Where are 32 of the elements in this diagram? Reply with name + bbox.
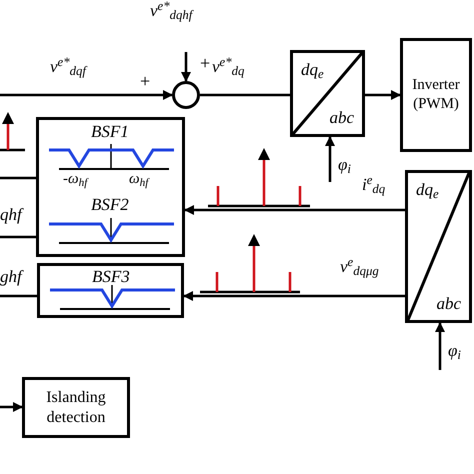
block-label: dq$_{e}$ <box>301 61 324 78</box>
filter-label: BSF1 <box>91 123 129 140</box>
block-label: Inverter (PWM) <box>411 76 461 114</box>
signal-arrow <box>365 90 401 100</box>
axis-label: ω$_{hf}$ <box>129 172 148 187</box>
signal-label: ghf <box>0 268 22 285</box>
filter-label: BSF2 <box>91 196 129 213</box>
filter-label: BSF3 <box>92 268 130 285</box>
summing-junction <box>172 81 200 109</box>
signal-line <box>0 294 37 298</box>
signal-arrow <box>435 322 445 370</box>
block-label: abc <box>329 109 354 126</box>
process-box <box>400 38 472 152</box>
block-label: dq$_{e}$ <box>416 181 439 198</box>
signal-line <box>200 94 290 96</box>
signal-line <box>0 176 36 180</box>
signal-arrow <box>0 402 23 412</box>
signal-arrow <box>0 90 173 100</box>
axis-label: -ω$_{hf}$ <box>63 172 88 187</box>
signal-arrow <box>184 205 405 215</box>
signal-label: qhf <box>0 206 22 223</box>
filter-block <box>36 117 185 257</box>
signal-line <box>0 236 36 238</box>
block-label: Islanding detection <box>45 388 107 428</box>
process-box <box>22 377 130 438</box>
sign-label: + <box>200 54 210 72</box>
filter-block <box>37 263 184 318</box>
sign-label: + <box>140 72 150 90</box>
signal-arrow <box>181 52 191 82</box>
signal-arrow <box>183 291 405 301</box>
signal-arrow <box>325 136 335 182</box>
block-label: abc <box>436 295 461 312</box>
